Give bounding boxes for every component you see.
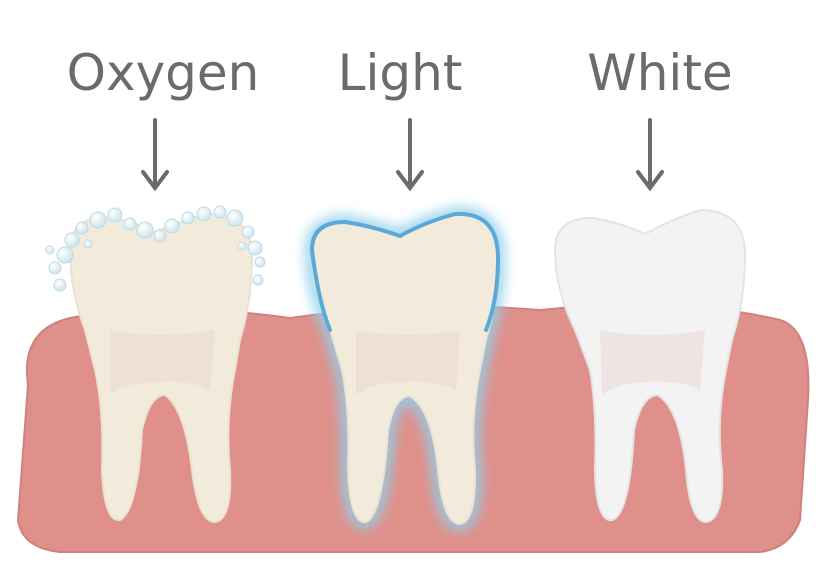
arrow-down-icon [636,118,664,192]
tooth-white [553,208,747,524]
label-oxygen: Oxygen [67,44,260,102]
tooth-light [304,206,506,532]
label-white: White [587,44,732,102]
tooth-oxygen [45,205,266,524]
oxygen-bubbles-icon [45,205,266,292]
arrow-down-icon [141,118,169,192]
arrow-down-icon [396,118,424,192]
label-light: Light [338,44,463,102]
